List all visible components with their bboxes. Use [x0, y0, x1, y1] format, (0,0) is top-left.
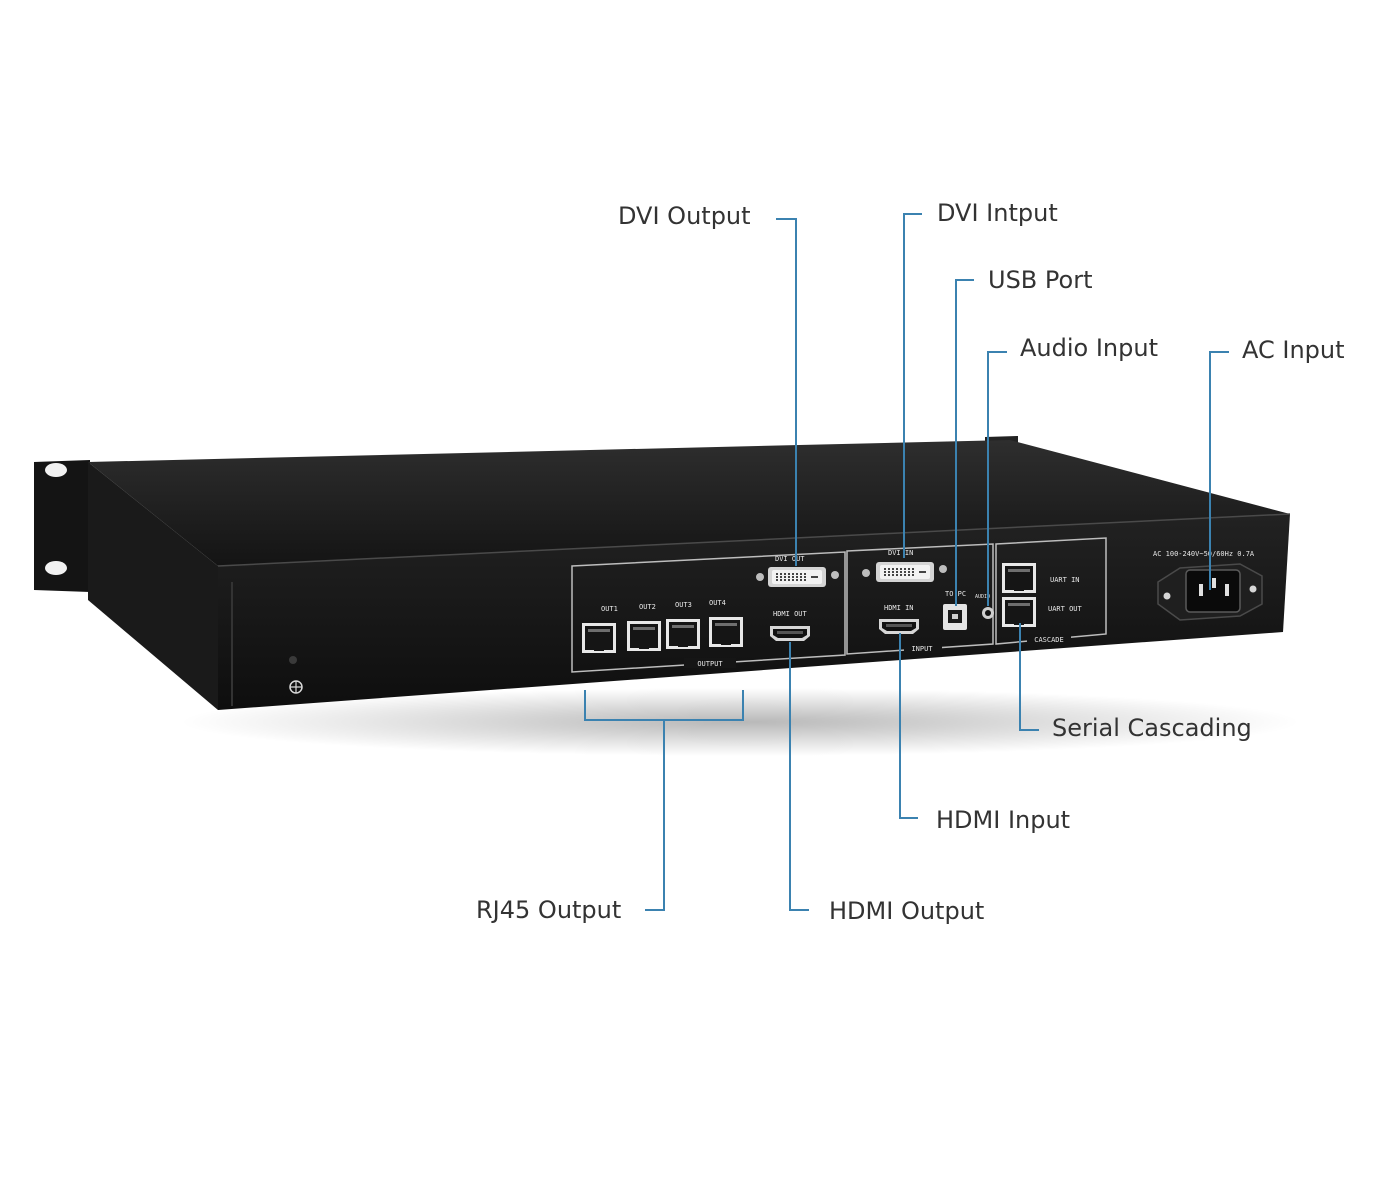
ground-screw — [289, 656, 297, 664]
rj45-port-out1[interactable] — [582, 623, 616, 653]
callout-ac-input: AC Input — [1242, 336, 1345, 364]
chassis-edge — [217, 513, 1291, 567]
audio-label: AUDIO — [975, 594, 990, 600]
leader-dvi-output — [776, 218, 797, 566]
left-rack-ear — [34, 460, 90, 592]
chassis-left-side — [88, 462, 218, 710]
ac-rating-label: AC 100-240V~50/60Hz 0.7A — [1153, 550, 1255, 558]
callout-audio-input: Audio Input — [1020, 334, 1158, 362]
output-panel-frame — [571, 551, 846, 673]
leader-rj45-output — [584, 690, 744, 911]
ac-power-socket[interactable] — [1185, 569, 1241, 613]
hdmi-out-label: HDMI OUT — [773, 610, 808, 618]
leader-lines — [584, 213, 1229, 911]
port-label-out3: OUT3 — [675, 601, 692, 609]
callout-hdmi-output: HDMI Output — [829, 897, 984, 925]
hdmi-output-port[interactable] — [770, 626, 810, 641]
output-group-label: OUTPUT — [697, 660, 723, 668]
cascade-panel-frame — [995, 537, 1107, 645]
rj45-port-out4[interactable] — [709, 617, 743, 647]
uart-in-label: UART IN — [1050, 576, 1080, 584]
dvi-in-screw-right — [939, 565, 947, 573]
callout-labels: DVI Output DVI Intput USB Port Audio Inp… — [476, 199, 1345, 925]
rj45-port-out2[interactable] — [627, 621, 661, 651]
input-panel-frame — [846, 543, 994, 655]
ac-power-panel: AC 100-240V~50/60Hz 0.7A — [1153, 550, 1263, 621]
controller-chassis — [34, 436, 1291, 710]
leader-audio-input — [987, 351, 1007, 606]
dvi-out-screw-left — [756, 573, 764, 581]
uart-out-label: UART OUT — [1048, 605, 1083, 613]
hdmi-in-label: HDMI IN — [884, 604, 914, 612]
callout-serial-cascading: Serial Cascading — [1052, 714, 1252, 742]
port-label-out4: OUT4 — [709, 599, 726, 607]
callout-hdmi-input: HDMI Input — [936, 806, 1070, 834]
rj45-port-out3[interactable] — [666, 619, 700, 649]
cascade-group-label: CASCADE — [1034, 636, 1064, 644]
input-group-label: INPUT — [911, 645, 933, 653]
left-ear-slot-bottom — [45, 561, 67, 575]
leader-dvi-input — [903, 213, 922, 558]
callout-rj45-output: RJ45 Output — [476, 896, 621, 924]
output-panel: OUTPUT OUT1 OUT2 OUT3 OUT4 DVI OUT HDMI … — [571, 551, 846, 673]
uart-out-port[interactable] — [1002, 597, 1036, 627]
port-label-out1: OUT1 — [601, 605, 618, 613]
callout-dvi-input: DVI Intput — [937, 199, 1058, 227]
chassis-top — [88, 440, 1290, 566]
leader-hdmi-output — [789, 642, 809, 911]
callout-usb-port: USB Port — [988, 266, 1092, 294]
dvi-output-port[interactable] — [768, 567, 826, 587]
dvi-input-port[interactable] — [876, 562, 934, 582]
leader-usb-port — [955, 279, 974, 606]
dvi-in-label: DVI IN — [888, 549, 913, 557]
uart-in-port[interactable] — [1002, 563, 1036, 593]
leader-ac-input — [1209, 351, 1229, 590]
leader-hdmi-input — [899, 633, 918, 819]
hdmi-input-port[interactable] — [879, 619, 919, 634]
dvi-in-screw-left — [862, 569, 870, 577]
leader-serial-cascading — [1019, 623, 1039, 731]
cascade-panel: CASCADE UART IN UART OUT — [995, 537, 1107, 645]
callout-dvi-output: DVI Output — [618, 202, 751, 230]
left-ear-slot-top — [45, 463, 67, 477]
dvi-out-screw-right — [831, 571, 839, 579]
port-label-out2: OUT2 — [639, 603, 656, 611]
dvi-out-label: DVI OUT — [775, 555, 805, 563]
